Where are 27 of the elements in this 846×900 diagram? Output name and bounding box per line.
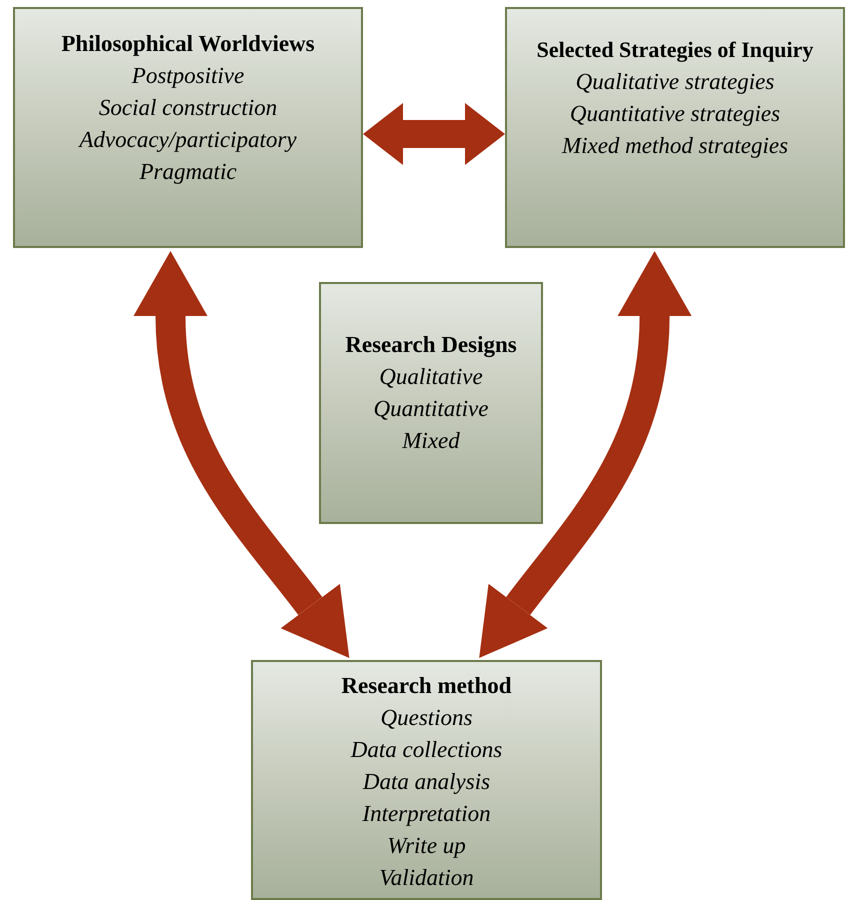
list-item: Mixed method strategies (562, 132, 788, 160)
text-box (505, 7, 845, 248)
list-item: Postpositive (132, 62, 244, 90)
double-headed-arrow (134, 251, 350, 658)
box-heading: Research Designs (345, 331, 517, 360)
double-headed-arrow (478, 251, 692, 658)
list-item: Questions (380, 704, 472, 732)
list-item: Interpretation (362, 800, 491, 828)
list-item: Write up (387, 832, 466, 860)
text-box (319, 282, 543, 524)
box-heading: Research method (341, 672, 512, 700)
list-item: Advocacy/participatory (79, 126, 297, 154)
list-item: Data collections (350, 736, 502, 764)
list-item: Qualitative (379, 363, 483, 391)
double-headed-arrow (363, 103, 505, 165)
list-item: Quantitative (374, 395, 488, 423)
text-box (13, 7, 363, 248)
box-heading: Selected Strategies of Inquiry (536, 36, 814, 64)
list-item: Qualitative strategies (576, 68, 774, 96)
list-item: Quantitative strategies (570, 100, 780, 128)
list-item: Data analysis (362, 768, 490, 796)
list-item: Validation (379, 864, 474, 892)
list-item: Mixed (402, 427, 460, 455)
list-item: Social construction (98, 94, 278, 122)
box-heading: Philosophical Worldviews (61, 30, 315, 58)
text-box (251, 660, 602, 900)
list-item: Pragmatic (139, 158, 237, 186)
